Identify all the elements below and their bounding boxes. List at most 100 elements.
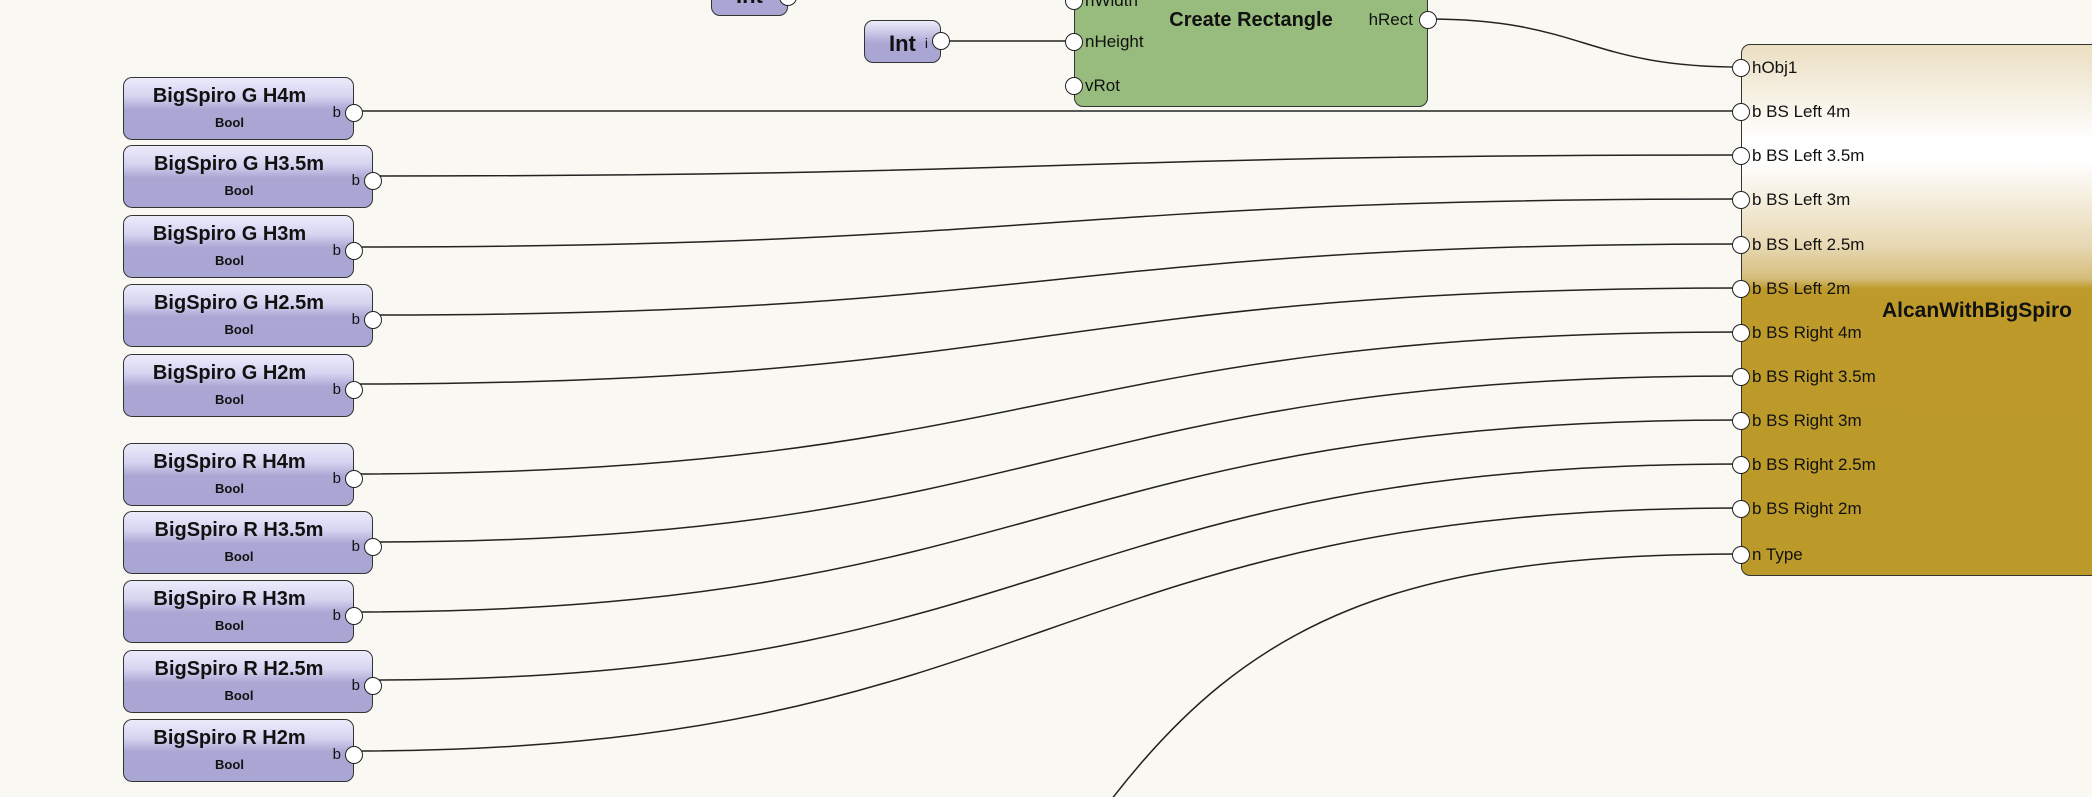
bool-node[interactable]: BigSpiro G H3.5m Bool b	[123, 145, 382, 208]
bool-node-title: BigSpiro R H3.5m	[154, 519, 324, 541]
bool-node-type: Bool	[224, 183, 254, 198]
create-rectangle-node[interactable]: Create Rectangle nWidth nHeight vRot hRe…	[1065, 0, 1437, 107]
bool-node-type: Bool	[215, 392, 244, 407]
port-label-vRot: vRot	[1085, 76, 1120, 95]
bool-node-port-label: b	[332, 470, 341, 487]
bool-node[interactable]: BigSpiro R H3.5m Bool b	[123, 511, 382, 574]
bool-node-port-label: b	[351, 677, 360, 694]
bool-node-title: BigSpiro R H4m	[153, 451, 306, 473]
hrect-wire	[1426, 18, 1742, 68]
bool-node[interactable]: BigSpiro G H3m Bool b	[123, 215, 363, 278]
bool-wire	[353, 507, 1742, 752]
bool-node-output-port[interactable]	[345, 104, 363, 122]
bool-node-type: Bool	[224, 549, 254, 564]
alcan-input-label: b BS Right 3.5m	[1752, 367, 1876, 386]
bool-node-output-port[interactable]	[345, 746, 363, 764]
bool-node-output-port[interactable]	[345, 242, 363, 260]
bool-wire	[353, 287, 1742, 385]
alcan-input-port[interactable]	[1732, 500, 1750, 518]
bool-node-port-label: b	[351, 538, 360, 555]
bool-node[interactable]: BigSpiro R H2.5m Bool b	[123, 650, 382, 713]
int-node-top[interactable]: Int	[711, 0, 797, 16]
int-node-top-title: Int	[736, 0, 763, 9]
type-wire	[1112, 553, 1742, 797]
bool-node[interactable]: BigSpiro R H3m Bool b	[123, 580, 363, 643]
bool-node-type: Bool	[224, 322, 254, 337]
alcan-input-port[interactable]	[1732, 456, 1750, 474]
alcan-input-label: b BS Right 2m	[1752, 499, 1862, 518]
bool-node-port-label: b	[332, 607, 341, 624]
bool-node-title: BigSpiro G H2m	[152, 362, 307, 384]
bool-node-title: BigSpiro G H3m	[152, 223, 307, 245]
bool-node-output-port[interactable]	[345, 470, 363, 488]
port-vRot[interactable]	[1065, 77, 1083, 95]
bool-node-type: Bool	[215, 115, 244, 130]
alcan-input-label: b BS Left 4m	[1752, 102, 1851, 121]
alcan-input-label: hObj1	[1752, 58, 1798, 77]
bool-node-title: BigSpiro G H3.5m	[153, 153, 325, 175]
bool-wire	[353, 331, 1742, 475]
alcan-input-port[interactable]	[1732, 236, 1750, 254]
alcan-input-port[interactable]	[1732, 280, 1750, 298]
bool-wire	[372, 375, 1742, 543]
bool-node[interactable]: BigSpiro R H4m Bool b	[123, 443, 363, 506]
alcan-input-label: b BS Left 2.5m	[1752, 235, 1865, 254]
int-node-output-port[interactable]	[932, 32, 950, 50]
port-hRect[interactable]	[1419, 11, 1437, 29]
bool-node-port-label: b	[332, 242, 341, 259]
alcan-input-label: b BS Right 3m	[1752, 411, 1862, 430]
bool-node-output-port[interactable]	[364, 677, 382, 695]
bool-node[interactable]: BigSpiro G H2m Bool b	[123, 354, 363, 417]
bool-node-type: Bool	[215, 757, 244, 772]
alcan-input-label: b BS Right 4m	[1752, 323, 1862, 342]
alcan-input-label: b BS Left 2m	[1752, 279, 1851, 298]
alcan-input-port[interactable]	[1732, 412, 1750, 430]
bool-node-output-port[interactable]	[364, 538, 382, 556]
alcan-input-port[interactable]	[1732, 103, 1750, 121]
bool-wire	[353, 198, 1742, 248]
bool-node-port-label: b	[332, 746, 341, 763]
bool-node-type: Bool	[215, 618, 244, 633]
bool-node-title: BigSpiro G H4m	[152, 85, 307, 107]
bool-node[interactable]: BigSpiro R H2m Bool b	[123, 719, 363, 782]
bool-node-output-port[interactable]	[364, 311, 382, 329]
bool-node-port-label: b	[332, 381, 341, 398]
bool-node-title: BigSpiro R H2m	[153, 727, 306, 749]
port-label-hRect: hRect	[1368, 10, 1413, 29]
int-node-port-label: i	[924, 35, 928, 51]
alcan-input-label: b BS Left 3.5m	[1752, 146, 1865, 165]
bool-node-output-port[interactable]	[345, 381, 363, 399]
alcan-input-label: n Type	[1752, 545, 1803, 564]
port-label-nHeight: nHeight	[1085, 32, 1144, 51]
port-label-nWidth: nWidth	[1085, 0, 1138, 10]
bool-node-title: BigSpiro R H3m	[153, 588, 306, 610]
bool-node-output-port[interactable]	[364, 172, 382, 190]
alcan-input-label: b BS Left 3m	[1752, 190, 1851, 209]
create-rectangle-title: Create Rectangle	[1169, 9, 1333, 31]
alcan-input-port[interactable]	[1732, 191, 1750, 209]
alcan-input-port[interactable]	[1732, 546, 1750, 564]
alcan-input-port[interactable]	[1732, 368, 1750, 386]
alcan-input-port[interactable]	[1732, 59, 1750, 77]
alcan-with-bigspiro-node[interactable]: AlcanWithBigSpiro hObj1 b BS Left 4m b B…	[1732, 44, 2092, 576]
alcan-input-port[interactable]	[1732, 147, 1750, 165]
int-node[interactable]: Int i	[864, 20, 950, 63]
bool-node-output-port[interactable]	[345, 607, 363, 625]
bool-wire	[372, 154, 1742, 177]
bool-node-title: BigSpiro G H2.5m	[153, 292, 325, 314]
bool-node-port-label: b	[332, 104, 341, 121]
bool-node-type: Bool	[224, 688, 254, 703]
alcan-input-label: b BS Right 2.5m	[1752, 455, 1876, 474]
bool-node-port-label: b	[351, 311, 360, 328]
bool-node-port-label: b	[351, 172, 360, 189]
int-node-title: Int	[889, 31, 916, 56]
bool-wire	[372, 463, 1742, 681]
bool-node[interactable]: BigSpiro G H2.5m Bool b	[123, 284, 382, 347]
alcan-title: AlcanWithBigSpiro	[1882, 299, 2072, 322]
bool-wire	[353, 419, 1742, 613]
port-nHeight[interactable]	[1065, 33, 1083, 51]
alcan-input-port[interactable]	[1732, 324, 1750, 342]
bool-node[interactable]: BigSpiro G H4m Bool b	[123, 77, 363, 140]
bool-node-type: Bool	[215, 481, 244, 496]
